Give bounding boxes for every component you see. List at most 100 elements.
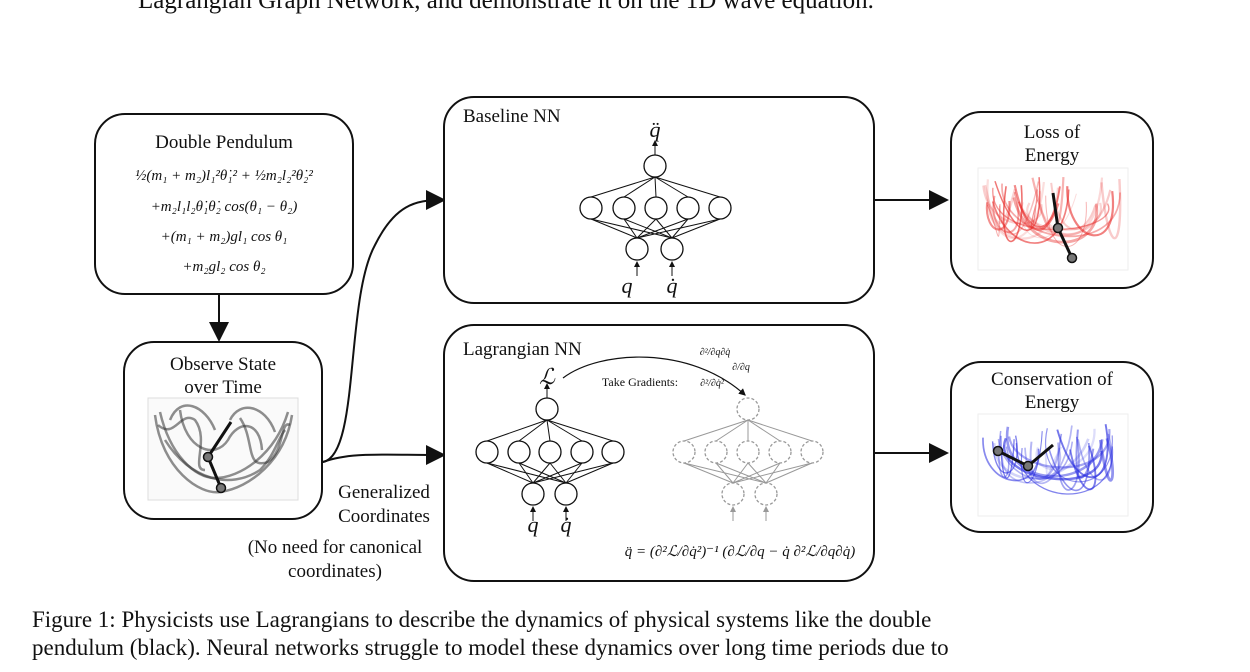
nn-edge [671, 218, 689, 239]
nn-edge [623, 176, 656, 198]
generalized-line-2: Coordinates [338, 506, 430, 527]
conservation-trajectory-image [977, 413, 1129, 517]
acceleration-equation: q̈ = (∂²ℒ/∂q̇²)⁻¹ (∂ℒ/∂q − q̇ ∂²ℒ/∂q∂q̇) [625, 544, 855, 560]
trajectory-trace [1005, 426, 1104, 478]
trajectory-trace [986, 179, 1045, 240]
nn-edge [654, 176, 689, 198]
take-gradients-label: Take Gradients: [602, 375, 678, 389]
lagrangian-eq-1: ½(m₁ + m₂)l₁²θ̇₁² + ½m₂l₂²θ̇₂² [135, 168, 313, 184]
nn-edge [486, 462, 567, 484]
nn-hidden-node [601, 440, 625, 464]
nn-hidden-node [579, 196, 603, 220]
nn-edge [636, 218, 721, 239]
nn-edge [590, 218, 673, 239]
nn-hidden-node [612, 196, 636, 220]
nn-input-node [521, 482, 545, 506]
nn-edge [546, 419, 614, 442]
nn-edge [486, 419, 548, 442]
baseline-network [579, 140, 732, 276]
nn-edge [715, 419, 749, 442]
nn-hidden-node [708, 196, 732, 220]
lagrangian-eq-2: +m₂l₁l₂θ̇₁θ̇₂ cos(θ₁ − θ₂) [151, 199, 298, 215]
nn-input-node [625, 237, 649, 261]
nn-hidden-node [676, 196, 700, 220]
nn-edge [654, 176, 657, 198]
trajectory-trace [994, 177, 1041, 231]
nn-edge [486, 462, 534, 484]
nn-hidden-node [644, 196, 668, 220]
loss-line-2: Energy [1025, 145, 1080, 166]
nn-edge [747, 419, 781, 442]
trajectory-trace [1031, 177, 1065, 233]
nn-hidden-node [704, 440, 728, 464]
caption-line-1: Figure 1: Physicists use Lagrangians to … [32, 607, 932, 632]
loss-of-energy-box: Loss of Energy [950, 111, 1154, 289]
trajectory-trace [1021, 193, 1077, 239]
caption-line-2: pendulum (black). Neural networks strugg… [32, 635, 949, 660]
nn-edge [518, 462, 567, 484]
trajectory-trace [992, 191, 1020, 234]
nn-edge [565, 462, 583, 484]
trajectory-trace [1019, 189, 1112, 236]
conservation-box: Conservation of Energy [950, 361, 1154, 533]
baseline-nn-box: Baseline NN q̈ q q̇ [443, 96, 875, 304]
nn-edge [590, 218, 638, 239]
trajectory-trace [987, 204, 1001, 237]
nn-output-node [643, 154, 667, 178]
lagrangian-nn-box: Lagrangian NN ℒ q q̇ Take Gradients: ∂²/… [443, 324, 875, 582]
lagrangian-eq-3: +(m₁ + m₂)gl₁ cos θ₁ [161, 229, 288, 245]
conservation-line-2: Energy [1025, 392, 1080, 413]
trajectory-trace [1075, 429, 1095, 479]
nn-edge [532, 462, 614, 484]
nn-edge [683, 462, 734, 484]
double-pendulum-title: Double Pendulum [155, 132, 293, 153]
trajectory-trace [1066, 186, 1115, 237]
nn-edge [655, 218, 673, 239]
gradient-op-2: ∂/∂q [732, 362, 750, 373]
nn-hidden-node [570, 440, 594, 464]
baseline-input-q: q [622, 273, 633, 298]
trajectory-trace [1038, 177, 1104, 236]
nn-edge [590, 176, 656, 198]
nn-edge [565, 462, 614, 484]
nn-edge [549, 462, 567, 484]
nn-edge [654, 176, 721, 198]
baseline-title: Baseline NN [463, 106, 561, 127]
nn-edge [683, 419, 749, 442]
nn-hidden-node [507, 440, 531, 464]
trajectory-trace [1069, 445, 1097, 491]
nn-edge [636, 218, 689, 239]
gradient-arrow [562, 356, 746, 396]
gradient-network [672, 397, 824, 521]
trajectory-trace [1008, 429, 1111, 469]
nn-input-node [554, 482, 578, 506]
arrow-to-baseline [322, 190, 446, 463]
trajectory-trace [985, 200, 1011, 231]
trajectory-trace [983, 184, 1017, 225]
lagrangian-input-q: q [528, 512, 539, 537]
generalized-note-1: (No need for canonical [248, 537, 423, 558]
observe-trajectory-image [147, 397, 299, 501]
loss-line-1: Loss of [1024, 122, 1081, 143]
gradient-op-1: ∂²/∂q∂q̇ [700, 347, 731, 358]
nn-edge [747, 419, 813, 442]
nn-edge [546, 419, 583, 442]
nn-edge [747, 462, 767, 484]
top-text: Lagrangian Graph Network, and demonstrat… [138, 0, 874, 14]
nn-output-node [535, 397, 559, 421]
trajectory-trace [1029, 441, 1060, 480]
gradient-op-3: ∂²/∂q̇² [700, 378, 725, 389]
baseline-input-qdot: q̇ [667, 273, 678, 298]
nn-edge [636, 218, 657, 239]
baseline-output-label: q̈ [650, 117, 661, 142]
observe-line-2: over Time [184, 377, 262, 398]
nn-input-node [721, 482, 745, 506]
nn-edge [683, 462, 767, 484]
nn-hidden-node [475, 440, 499, 464]
nn-hidden-node [736, 440, 760, 464]
observe-line-1: Observe State [170, 354, 276, 375]
nn-edge [765, 462, 781, 484]
nn-hidden-node [538, 440, 562, 464]
nn-edge [623, 218, 673, 239]
